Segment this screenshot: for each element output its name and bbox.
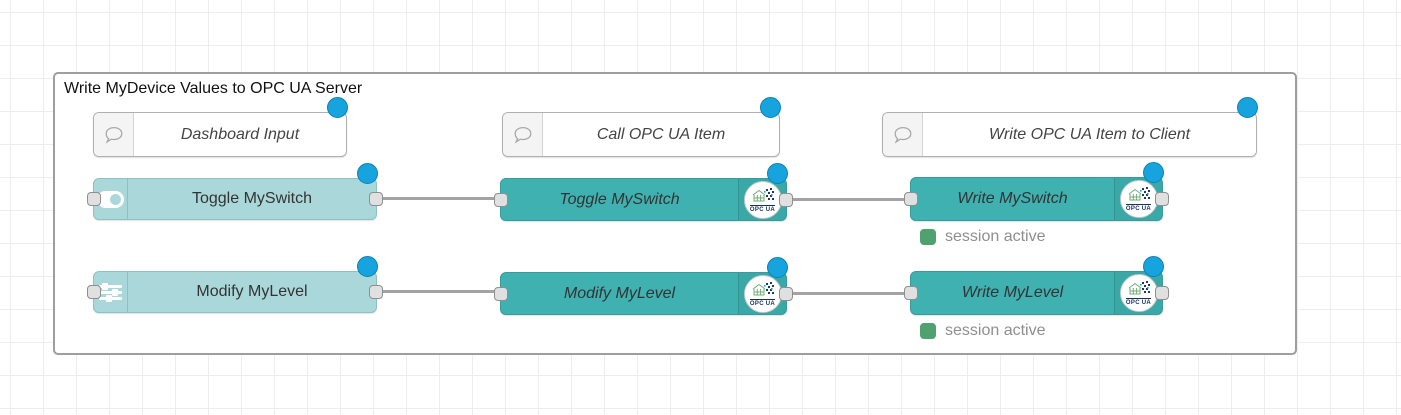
opcua-logo-icon: OPC UA	[1114, 272, 1162, 314]
output-port[interactable]	[369, 285, 383, 299]
comment-bubble-icon	[503, 113, 543, 156]
changed-indicator	[1237, 97, 1258, 118]
comment-bubble-icon	[94, 113, 134, 156]
opcua-badge-label: OPC UA	[1125, 298, 1152, 306]
dashboard-node-modify-mylevel[interactable]: Modify MyLevel	[87, 256, 383, 313]
comment-node-call-opcua-item[interactable]: Call OPC UA Item	[502, 97, 781, 157]
opcua-node-modify-mylevel[interactable]: Modify MyLevel OPC UA	[494, 257, 793, 315]
changed-indicator	[327, 97, 348, 118]
changed-indicator	[357, 256, 378, 277]
node-label: Write MyLevel	[961, 284, 1064, 301]
output-port[interactable]	[369, 192, 383, 206]
input-port[interactable]	[904, 192, 918, 206]
wire-modify-to-call[interactable]	[377, 290, 508, 293]
node-status-write-myswitch: session active	[920, 228, 1046, 246]
comment-node-write-opcua-item-to-client[interactable]: Write OPC UA Item to Client	[882, 97, 1258, 157]
opcua-node-write-mylevel[interactable]: Write MyLevel OPC UA	[904, 256, 1169, 315]
input-port[interactable]	[87, 285, 101, 299]
input-port[interactable]	[87, 192, 101, 206]
output-port[interactable]	[1155, 192, 1169, 206]
changed-indicator	[1143, 256, 1164, 277]
changed-indicator	[767, 257, 788, 278]
changed-indicator	[767, 163, 788, 184]
opcua-badge-label: OPC UA	[1125, 204, 1152, 212]
input-port[interactable]	[494, 192, 508, 207]
opcua-badge-label: OPC UA	[749, 298, 776, 307]
output-port[interactable]	[779, 192, 793, 207]
wire-toggle-to-call[interactable]	[377, 197, 508, 200]
opcua-node-write-myswitch[interactable]: Write MySwitch OPC UA	[904, 162, 1169, 221]
changed-indicator	[760, 97, 781, 118]
node-label: Modify MyLevel	[196, 283, 308, 300]
toggle-switch-icon	[94, 179, 128, 219]
input-port[interactable]	[494, 286, 508, 301]
dashboard-node-toggle-myswitch[interactable]: Toggle MySwitch	[87, 163, 383, 220]
node-label: Modify MyLevel	[563, 284, 676, 302]
comment-label: Call OPC UA Item	[596, 125, 726, 143]
comment-bubble-icon	[883, 113, 923, 156]
node-label: Write MySwitch	[957, 190, 1068, 207]
comment-label: Dashboard Input	[180, 125, 300, 143]
sliders-icon	[94, 272, 128, 312]
output-port[interactable]	[779, 286, 793, 301]
status-text: session active	[945, 322, 1046, 339]
node-label: Toggle MySwitch	[191, 190, 313, 207]
changed-indicator	[1143, 162, 1164, 183]
opcua-logo-icon: OPC UA	[1114, 178, 1162, 220]
group-label: Write MyDevice Values to OPC UA Server	[64, 80, 363, 97]
changed-indicator	[357, 163, 378, 184]
node-label: Toggle MySwitch	[559, 190, 680, 208]
wire-call-to-write-level[interactable]	[787, 292, 914, 295]
wire-call-to-write-switch[interactable]	[787, 198, 914, 201]
status-text: session active	[945, 228, 1046, 245]
opcua-badge-label: OPC UA	[749, 204, 776, 213]
opcua-node-toggle-myswitch[interactable]: Toggle MySwitch OPC UA	[494, 163, 793, 221]
comment-label: Write OPC UA Item to Client	[988, 125, 1191, 143]
status-ok-icon	[920, 323, 936, 339]
output-port[interactable]	[1155, 286, 1169, 300]
node-status-write-mylevel: session active	[920, 322, 1046, 340]
opcua-logo-icon: OPC UA	[738, 273, 786, 314]
comment-node-dashboard-input[interactable]: Dashboard Input	[93, 97, 348, 157]
input-port[interactable]	[904, 286, 918, 300]
status-ok-icon	[920, 229, 936, 245]
